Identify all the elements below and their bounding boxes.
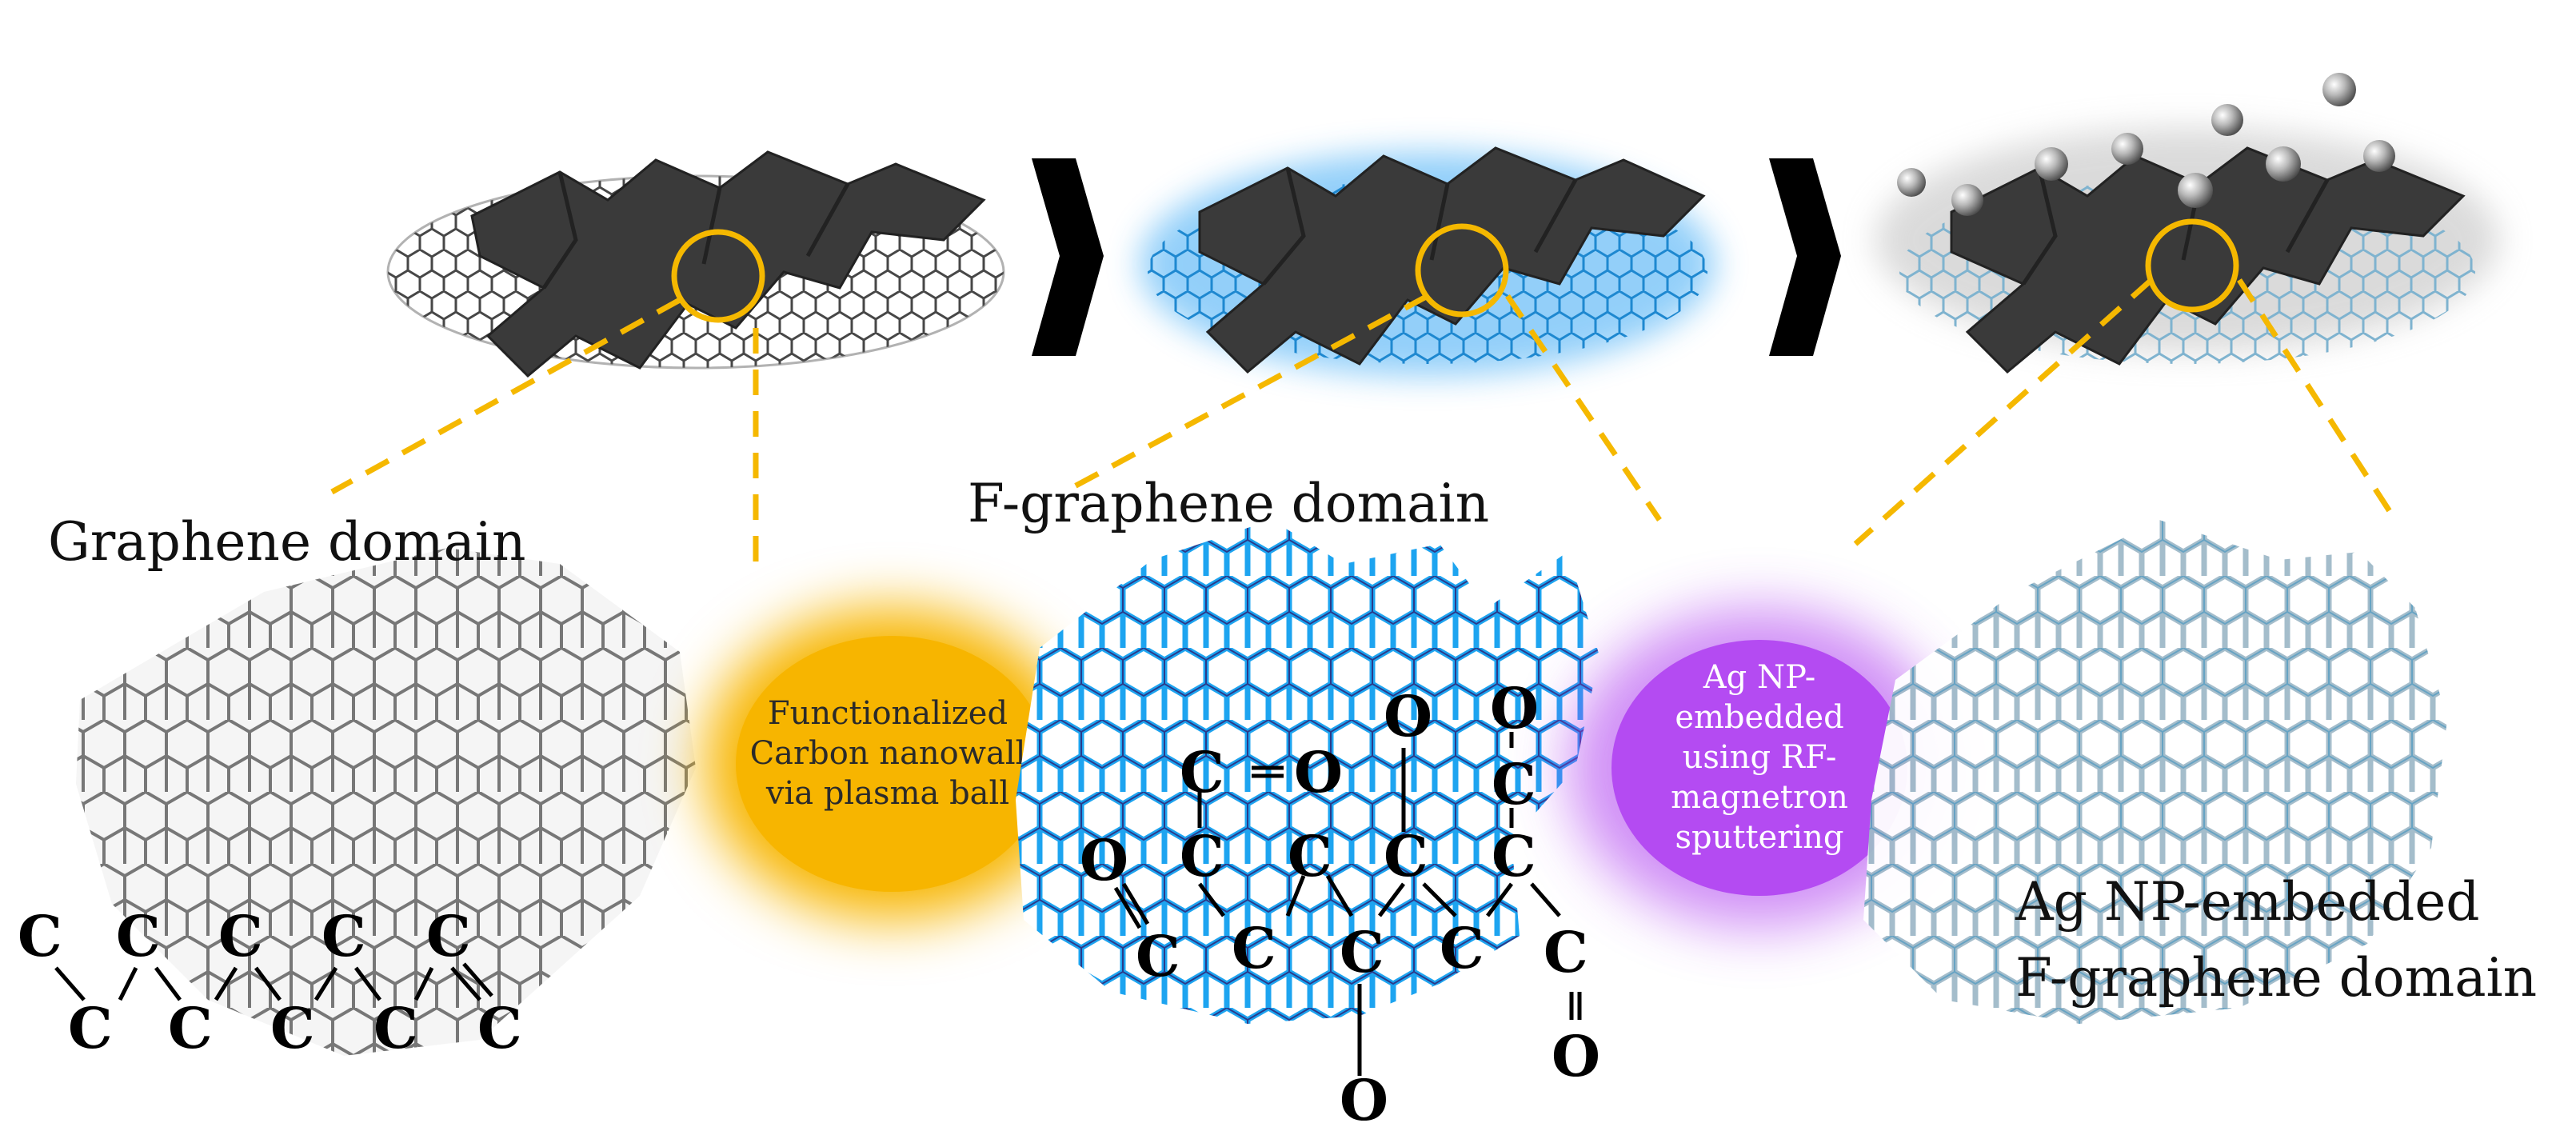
atom-label: C xyxy=(116,903,161,969)
atom-label: C xyxy=(1384,823,1428,889)
step-arrow-icon xyxy=(1032,158,1104,356)
ag-domain-label-line: Ag NP-embedded xyxy=(2015,871,2480,933)
graphene-lattice xyxy=(76,548,696,1056)
atom-label: C xyxy=(1440,915,1484,981)
plasma-label-line: Functionalized xyxy=(768,695,1008,732)
sputter-label-line: embedded xyxy=(1675,699,1843,736)
graphene-domain-label: Graphene domain xyxy=(48,511,526,573)
atom-label: C xyxy=(18,903,62,969)
plasma-label-line: via plasma ball xyxy=(765,775,1009,812)
atom-label: C xyxy=(168,995,213,1061)
atom-label: C xyxy=(426,903,471,969)
atom-label: C xyxy=(1180,739,1224,805)
atom-label: C xyxy=(322,903,366,969)
f-graphene-domain-label: F-graphene domain xyxy=(968,473,1489,534)
atom-label: C xyxy=(270,995,315,1061)
atom-label: C xyxy=(1340,919,1384,985)
sputter-label-line: using RF- xyxy=(1683,739,1837,776)
atom-label: O xyxy=(1294,739,1343,805)
plasma-label-line: Carbon nanowall xyxy=(750,735,1026,772)
atom-label: O xyxy=(1490,675,1539,741)
atom-label: C xyxy=(477,995,522,1061)
step-arrow-icon xyxy=(1769,158,1841,356)
atom-label: C xyxy=(373,995,418,1061)
atom-label: C xyxy=(1232,915,1276,981)
atom-label: C xyxy=(1180,823,1224,889)
atom-label: O xyxy=(1080,827,1128,893)
sputter-label-line: magnetron xyxy=(1671,779,1848,816)
atom-label: C xyxy=(218,903,263,969)
nanowall-cluster-fluorinated xyxy=(1140,148,1715,376)
atom-label: C xyxy=(1492,823,1536,889)
nanowall-cluster-pristine xyxy=(388,152,1004,376)
sputter-label-line: sputtering xyxy=(1675,819,1844,856)
sputter-label-line: Ag NP- xyxy=(1703,659,1815,696)
ag-domain-label-line: F-graphene domain xyxy=(2015,947,2537,1009)
atom-label: O xyxy=(1340,1067,1388,1133)
atom-label: C xyxy=(1136,923,1180,989)
nanowall-cluster-ag-embedded xyxy=(1875,73,2499,372)
atom-label: C xyxy=(68,995,113,1061)
atom-label: O xyxy=(1384,683,1432,749)
atom-label: C xyxy=(1288,823,1332,889)
